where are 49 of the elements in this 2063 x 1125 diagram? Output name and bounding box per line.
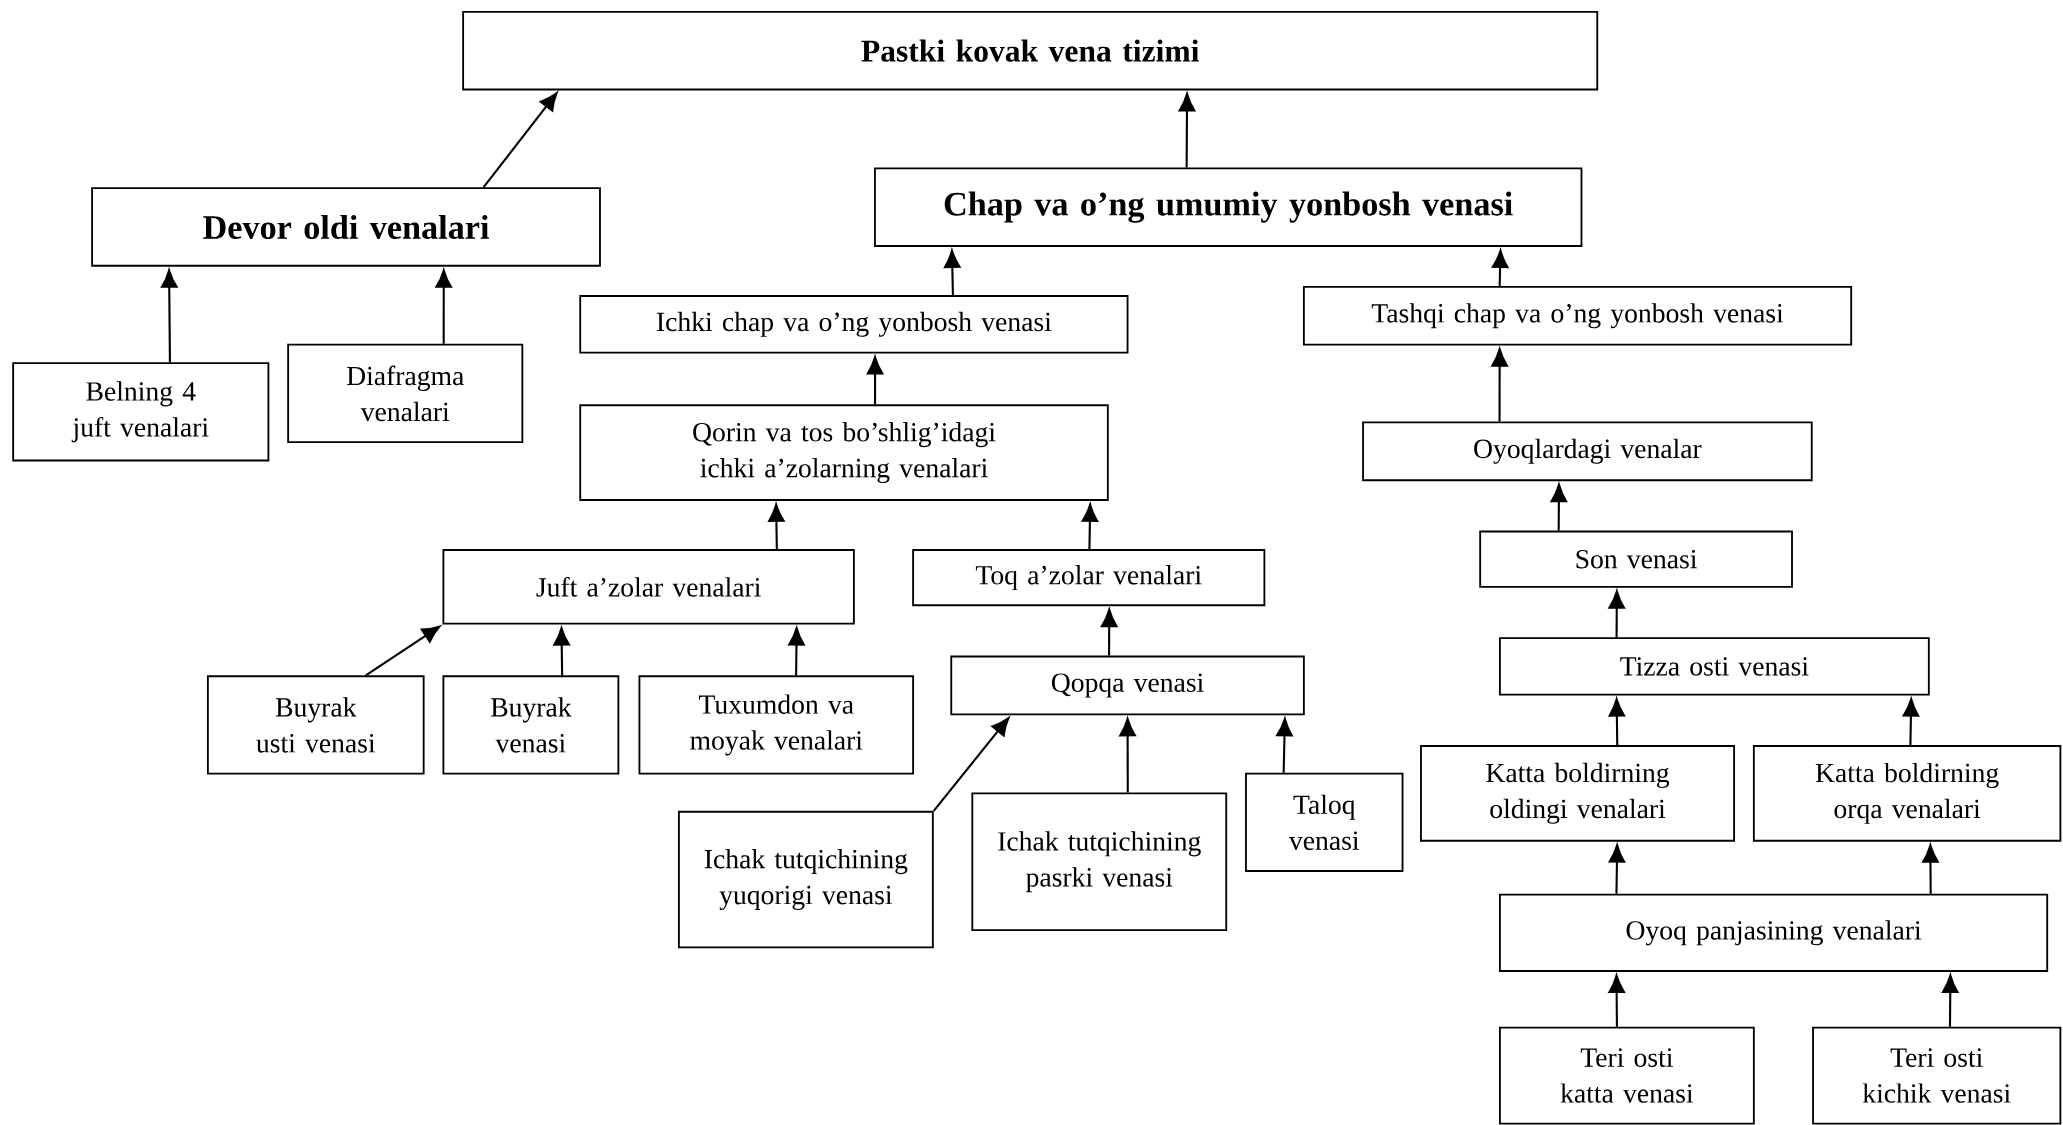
- arrow: [1276, 718, 1293, 773]
- text-box: Diafragma venalari: [287, 343, 524, 444]
- arrow: [1608, 974, 1625, 1027]
- text-box: Katta boldirning oldingi venalari: [1420, 745, 1735, 842]
- arrow: [365, 625, 441, 677]
- text-box: Taloq venasi: [1245, 772, 1404, 872]
- text-box: Son venasi: [1479, 530, 1793, 588]
- arrow: [1922, 844, 1939, 894]
- arrow: [1902, 698, 1920, 746]
- text-box: Ichak tutqichining pasrki venasi: [971, 792, 1228, 932]
- arrow: [1491, 348, 1508, 422]
- arrow: [1608, 698, 1626, 746]
- arrow: [944, 249, 961, 296]
- arrow: [1081, 503, 1099, 550]
- text-box: Teri osti kichik venasi: [1812, 1026, 2062, 1125]
- arrow: [1942, 974, 1959, 1027]
- text-box: Toq a’zolar venalari: [912, 549, 1266, 607]
- arrow: [1550, 483, 1568, 531]
- text-box: Teri osti katta venasi: [1499, 1026, 1755, 1125]
- text-box: Chap va o’ng umumiy yonbosh venasi: [874, 167, 1583, 247]
- text-box: Devor oldi venalari: [91, 187, 601, 267]
- arrow: [1608, 844, 1626, 894]
- arrow: [553, 627, 570, 676]
- text-box: Katta boldirning orqa venalari: [1752, 745, 2062, 842]
- arrow: [866, 356, 884, 405]
- text-box: Oyoq panjasining venalari: [1499, 893, 2049, 972]
- text-box: Qorin va tos bo’shlig’idagi ichki a’zolarning venalari: [579, 404, 1109, 501]
- arrow: [482, 92, 558, 188]
- arrow: [1178, 93, 1196, 168]
- text-box: Tuxumdon va moyak venalari: [638, 675, 914, 775]
- arrow: [932, 717, 1010, 812]
- text-box: Ichak tutqichining yuqorigi venasi: [678, 810, 934, 949]
- text-box: Buyrak usti venasi: [206, 675, 425, 775]
- text-box: Tizza osti venasi: [1499, 637, 1930, 696]
- text-box: Buyrak venasi: [442, 675, 620, 775]
- text-box: Ichki chap va o’ng yonbosh venasi: [579, 295, 1129, 354]
- arrow: [161, 269, 178, 363]
- text-box: Belning 4 juft venalari: [12, 362, 270, 462]
- arrow: [1491, 249, 1509, 286]
- arrow: [435, 269, 452, 344]
- arrow: [768, 503, 785, 550]
- arrow: [1100, 608, 1118, 656]
- text-box: Tashqi chap va o’ng yonbosh venasi: [1302, 285, 1853, 346]
- text-box: Oyoqlardagi venalar: [1362, 421, 1813, 482]
- arrow: [788, 627, 805, 676]
- text-box: Pastki kovak vena tizimi: [462, 10, 1599, 91]
- text-box: Juft a’zolar venalari: [442, 549, 855, 625]
- arrow: [1608, 590, 1626, 638]
- text-box: Qopqa venasi: [950, 655, 1305, 716]
